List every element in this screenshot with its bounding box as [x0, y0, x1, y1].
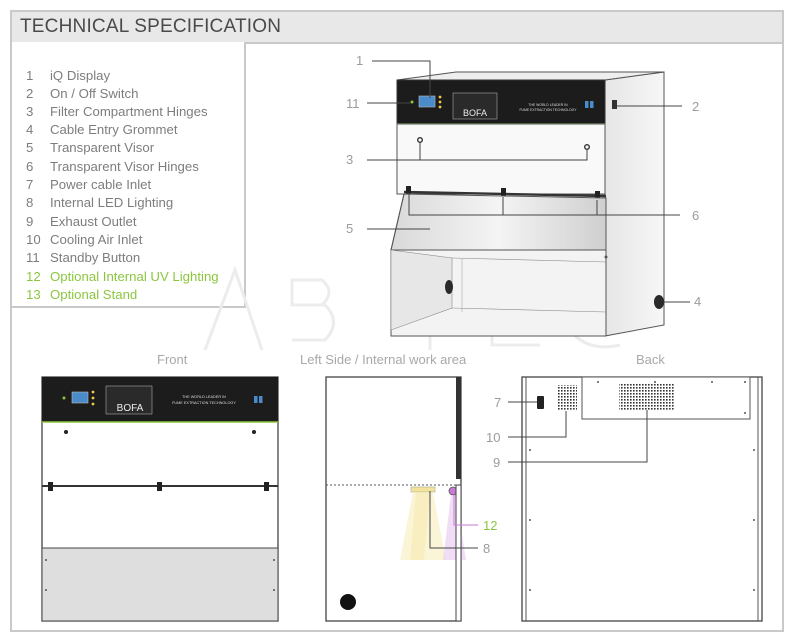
front-view-drawing: BOFA THE WORLD LEADER IN FUME EXTRACTION… — [41, 376, 279, 622]
tagline-2-front: FUME EXTRACTION TECHNOLOGY — [172, 401, 236, 405]
cable-grommet-icon — [654, 295, 664, 309]
callout-3: 3 — [346, 152, 354, 167]
tagline-1-front: THE WORLD LEADER IN — [182, 395, 226, 399]
callout-11: 11 — [346, 96, 360, 111]
view-label-back: Back — [636, 352, 665, 367]
callout-10: 10 — [486, 430, 501, 445]
callout-9: 9 — [493, 455, 501, 470]
main-callout-lines — [367, 60, 690, 303]
callout-7: 7 — [494, 395, 502, 410]
header-bar: TECHNICAL SPECIFICATION — [12, 12, 782, 44]
callout-8: 8 — [483, 541, 491, 556]
main-unit-drawing: BOFA THE WORLD LEADER IN FUME EXTRACTION… — [390, 71, 665, 337]
callout-5: 5 — [346, 221, 354, 236]
back-view-drawing — [521, 376, 763, 622]
logo-text-front: BOFA — [117, 403, 144, 414]
callout-6: 6 — [692, 208, 700, 223]
view-label-side: Left Side / Internal work area — [300, 352, 467, 367]
tagline-1-main: THE WORLD LEADER IN — [528, 103, 568, 107]
page-title: TECHNICAL SPECIFICATION — [20, 16, 282, 37]
tagline-2-main: FUME EXTRACTION TECHNOLOGY — [519, 108, 577, 112]
view-label-front: Front — [157, 352, 188, 367]
side-view-drawing — [325, 376, 466, 622]
view-callout-lines — [429, 401, 648, 549]
callout-2: 2 — [692, 99, 700, 114]
callout-4: 4 — [694, 294, 702, 309]
iq-display-icon — [418, 95, 436, 108]
on-off-switch-icon — [612, 100, 617, 109]
logo-text-main: BOFA — [463, 108, 487, 118]
callout-12: 12 — [483, 518, 498, 533]
callout-1: 1 — [356, 53, 364, 68]
